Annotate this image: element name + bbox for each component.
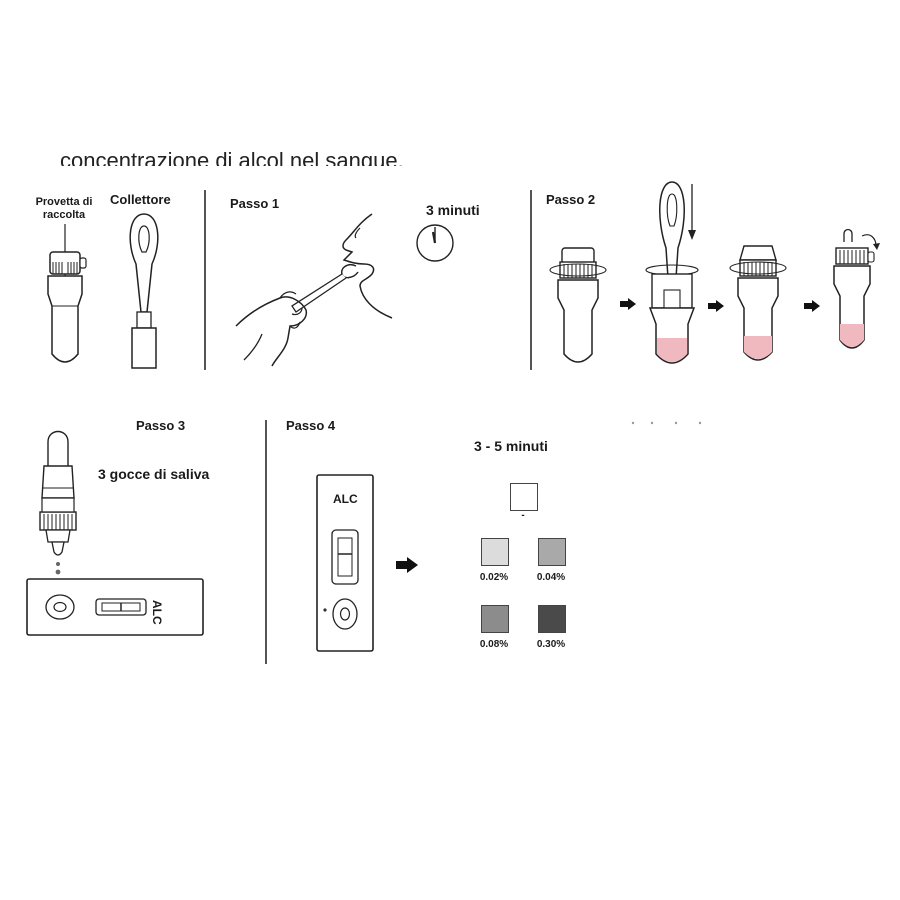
step4-cassette-label: ALC (333, 492, 358, 506)
tube-label: Provetta di raccolta (35, 196, 93, 221)
step1-title: Passo 1 (230, 196, 280, 211)
step2-tube-open-cap (833, 228, 880, 349)
step4-title: Passo 4 (286, 418, 336, 433)
collector-label: Collettore (110, 192, 171, 207)
swatch-label-030: 0.30% (536, 639, 566, 650)
clock-icon (416, 224, 454, 262)
color-swatch-008 (481, 605, 509, 633)
swatch-label-008: 0.08% (479, 639, 509, 650)
step3-drops: 3 gocce di saliva (98, 466, 210, 482)
arrow-right-icon (620, 298, 636, 310)
step2-tube-closed (729, 245, 787, 361)
separator (530, 190, 532, 370)
collector-swab-illustration (129, 213, 159, 369)
arrow-right-icon (804, 300, 820, 312)
swatch-label-004: 0.04% (536, 572, 566, 583)
color-swatch-002 (481, 538, 509, 566)
step2-tube-twist-open (549, 247, 607, 363)
step2-insert-collector (645, 181, 699, 364)
step2-title: Passo 2 (546, 192, 596, 207)
step3-cassette-label: ALC (150, 600, 164, 625)
cut-off-header-text: concentrazione di alcol nel sangue. (60, 148, 404, 167)
color-swatch-004 (538, 538, 566, 566)
negative-mark: - (521, 510, 525, 521)
collection-tube-illustration (47, 224, 87, 363)
step3-title: Passo 3 (136, 418, 186, 433)
arrow-right-icon (396, 557, 418, 573)
arrow-right-icon (708, 300, 724, 312)
face-with-swab-illustration (235, 213, 393, 367)
swatch-label-002: 0.02% (479, 572, 509, 583)
faint-marks (631, 421, 702, 425)
step1-time: 3 minuti (426, 202, 480, 218)
step4-time: 3 - 5 minuti (474, 438, 548, 454)
test-cassette-vertical (316, 474, 374, 652)
color-swatch-negative (510, 483, 538, 511)
separator (204, 190, 206, 370)
color-swatch-030 (538, 605, 566, 633)
test-cassette-horizontal (26, 578, 204, 636)
dropper-tube-illustration (39, 430, 77, 575)
separator (265, 420, 267, 664)
